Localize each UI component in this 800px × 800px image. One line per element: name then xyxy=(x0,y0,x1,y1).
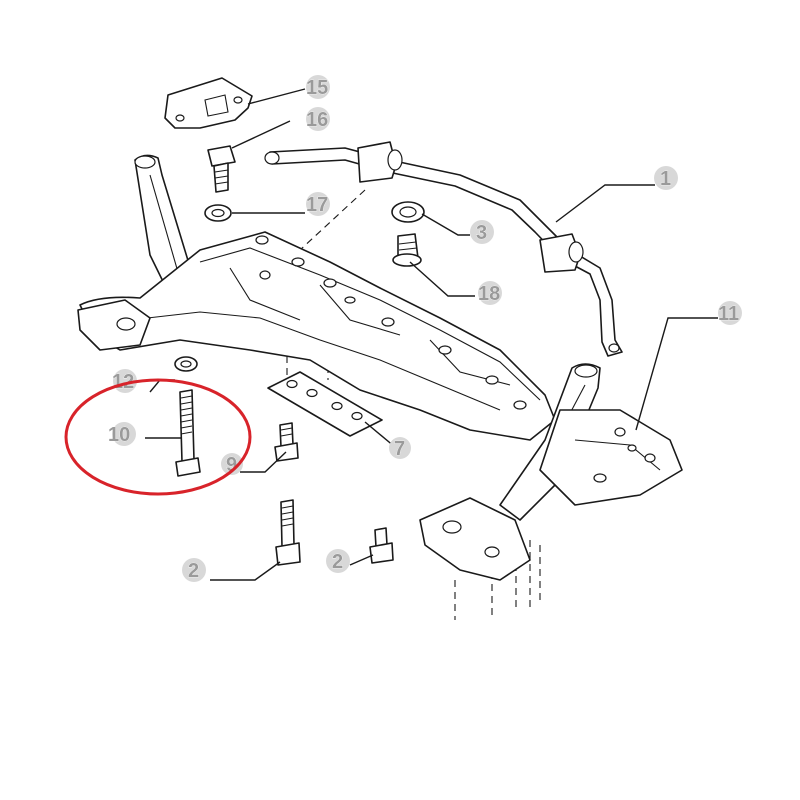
svg-text:10: 10 xyxy=(108,424,130,446)
callout-15: 15 xyxy=(306,75,330,99)
reinforcement-plate-7 xyxy=(267,371,383,437)
callout-17: 17 xyxy=(306,192,330,216)
svg-text:7: 7 xyxy=(394,438,405,460)
hex-bolt-16 xyxy=(207,145,236,193)
bolt-2-left xyxy=(275,499,301,566)
svg-text:15: 15 xyxy=(306,77,328,99)
callout-12: 12 xyxy=(112,369,137,393)
svg-text:16: 16 xyxy=(306,109,328,131)
svg-text:17: 17 xyxy=(306,194,328,216)
callout-11: 11 xyxy=(718,301,742,325)
svg-text:2: 2 xyxy=(188,560,199,582)
washer-12 xyxy=(174,356,198,372)
bolt-2-right xyxy=(369,527,394,564)
callout-16: 16 xyxy=(306,107,330,131)
callout-9: 9 xyxy=(221,453,243,476)
callout-7: 7 xyxy=(389,437,411,460)
bolt-9 xyxy=(274,422,299,462)
long-bolt-10 xyxy=(175,389,201,477)
svg-text:1: 1 xyxy=(660,168,671,190)
leader-lines xyxy=(145,88,718,581)
washer-17 xyxy=(204,204,232,222)
subframe-crossmember xyxy=(77,154,683,581)
mounting-bracket xyxy=(164,77,253,129)
callout-10: 10 xyxy=(108,422,136,446)
svg-text:12: 12 xyxy=(112,371,134,393)
svg-text:11: 11 xyxy=(718,303,739,325)
callout-1: 1 xyxy=(654,166,678,190)
callout-3: 3 xyxy=(470,220,494,244)
svg-text:2: 2 xyxy=(332,551,343,573)
svg-text:3: 3 xyxy=(476,222,487,244)
rubber-bush-3 xyxy=(391,201,425,223)
callout-2-right: 2 xyxy=(326,549,350,573)
svg-text:9: 9 xyxy=(226,454,237,476)
anti-roll-bar xyxy=(264,141,623,357)
svg-text:18: 18 xyxy=(478,283,500,305)
callout-2-left: 2 xyxy=(182,558,206,582)
stud-18 xyxy=(392,233,422,267)
callout-18: 18 xyxy=(478,281,502,305)
highlight-circle-part-10 xyxy=(64,378,252,496)
callout-labels: 15 16 17 1 3 18 11 12 xyxy=(108,75,742,582)
